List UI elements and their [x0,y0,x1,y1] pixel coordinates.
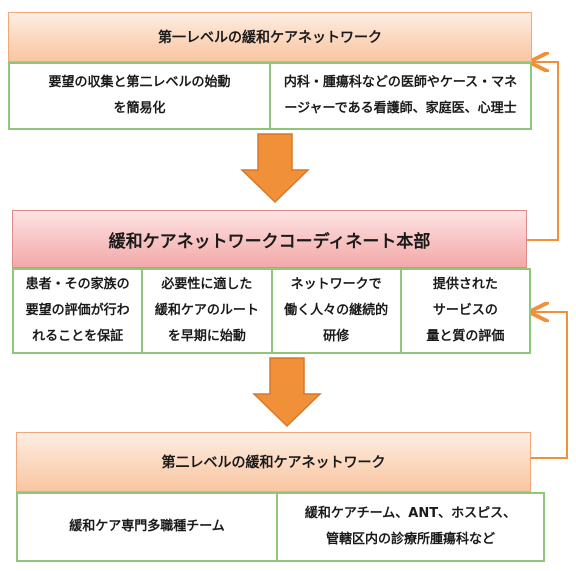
feedback-arrow-to-hub [531,312,568,459]
level1-cell-initiation: 要望の収集と第二レベルの始動 を簡易化 [10,64,269,128]
level1-cell-2-line-2: ージャーである看護師、家庭医、心理士 [284,101,517,116]
level2-cell-services: 緩和ケアチーム、ANT、ホスピス、 管轄区内の診療所腫瘍科など [276,494,543,560]
level1-title: 第一レベルの緩和ケアネットワーク [158,30,382,46]
level2-cell-2-line-1: 緩和ケアチーム、ANT、ホスピス、 [304,506,517,521]
feedback-arrow-to-level1 [527,62,559,241]
hub-cell-1-line-1: 患者・その家族の [25,277,130,292]
down-arrow-to-hub [240,133,310,204]
hub-cell-2-line-3: を早期に始動 [167,329,246,344]
level2-title: 第二レベルの緩和ケアネットワーク [161,455,386,471]
hub-cell-2-line-1: 必要性に適した [161,277,253,292]
down-arrow-to-level2 [252,357,322,428]
level1-detail-row: 要望の収集と第二レベルの始動 を簡易化 内科・腫瘍科などの医師やケース・マネ ー… [8,62,532,130]
hub-function-row: 患者・その家族の 要望の評価が行わ れることを保証 必要性に適した 緩和ケアのル… [12,268,531,354]
hub-cell-training: ネットワークで 働く人々の継続的 研修 [270,270,400,352]
level2-detail-row: 緩和ケア専門多職種チーム 緩和ケアチーム、ANT、ホスピス、 管轄区内の診療所腫… [16,492,545,562]
hub-cell-3-line-1: ネットワークで [290,277,382,292]
level2-title-box: 第二レベルの緩和ケアネットワーク [16,432,531,492]
hub-cell-1-line-3: れることを保証 [32,329,124,344]
level1-cell-1-line-2: を簡易化 [113,101,166,116]
hub-title-box: 緩和ケアネットワークコーディネート本部 [12,210,527,268]
level2-cell-2-line-2: 管轄区内の診療所腫瘍科など [325,532,495,547]
level1-title-box: 第一レベルの緩和ケアネットワーク [8,12,532,62]
hub-cell-2-line-2: 緩和ケアのルート [154,303,259,318]
hub-cell-4-line-2: サービスの [432,303,498,318]
level2-cell-1-line-1: 緩和ケア専門多職種チーム [69,519,225,534]
level2-cell-team: 緩和ケア専門多職種チーム [18,494,276,560]
hub-cell-4-line-3: 量と質の評価 [426,329,505,344]
hub-cell-3-line-3: 研修 [323,329,350,344]
level1-cell-2-line-1: 内科・腫瘍科などの医師やケース・マネ [283,75,518,90]
hub-cell-1-line-2: 要望の評価が行わ [25,303,130,318]
hub-cell-assessment: 患者・その家族の 要望の評価が行わ れることを保証 [14,270,141,352]
level1-cell-1-line-1: 要望の収集と第二レベルの始動 [48,75,231,90]
hub-cell-route: 必要性に適した 緩和ケアのルート を早期に始動 [141,270,270,352]
hub-cell-evaluation: 提供された サービスの 量と質の評価 [399,270,529,352]
hub-cell-3-line-2: 働く人々の継続的 [284,303,389,318]
hub-cell-4-line-1: 提供された [432,277,498,292]
hub-title: 緩和ケアネットワークコーディネート本部 [108,231,431,252]
level1-cell-members: 内科・腫瘍科などの医師やケース・マネ ージャーである看護師、家庭医、心理士 [269,64,530,128]
